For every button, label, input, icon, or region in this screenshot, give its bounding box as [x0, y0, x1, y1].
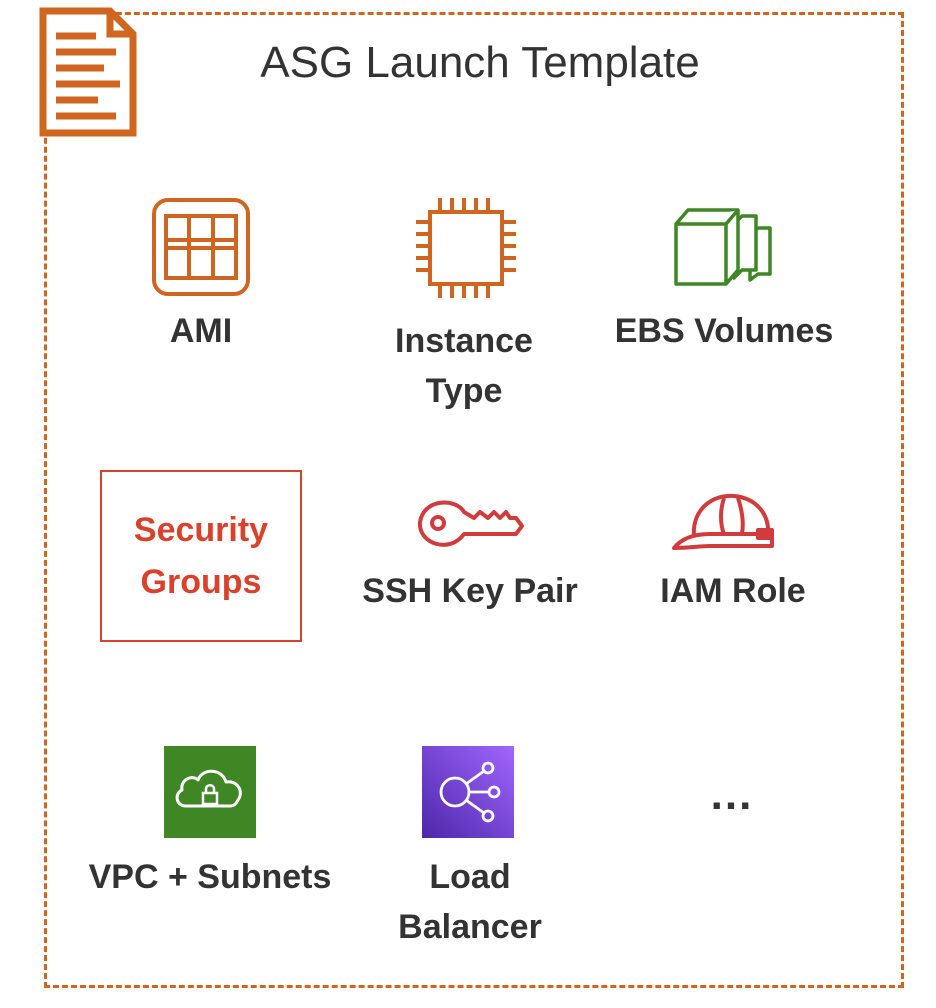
item-label-ebs-volumes: EBS Volumes	[614, 312, 834, 350]
chip-icon	[416, 198, 516, 298]
volumes-icon	[674, 208, 772, 286]
load-balancer-icon	[422, 746, 514, 838]
item-label-vpc-subnets: VPC + Subnets	[88, 858, 332, 896]
key-icon	[418, 500, 524, 547]
security-groups-box: Security Groups	[100, 470, 302, 642]
item-label-iam-role: IAM Role	[660, 572, 806, 610]
ami-icon	[152, 198, 250, 296]
launch-template-frame	[44, 12, 904, 988]
hard-hat-icon	[672, 493, 774, 550]
item-label-security-groups: Security Groups	[133, 511, 269, 601]
item-label-ssh-key-pair: SSH Key Pair	[362, 572, 578, 610]
diagram-title: ASG Launch Template	[260, 38, 700, 87]
item-label-load-balancer: Load Balancer	[398, 858, 542, 946]
document-icon	[39, 7, 137, 137]
item-label-ami: AMI	[169, 312, 233, 350]
item-label-instance-type: Instance Type	[395, 322, 533, 410]
more-items-ellipsis: ...	[710, 770, 754, 819]
cloud-lock-icon	[164, 746, 256, 838]
